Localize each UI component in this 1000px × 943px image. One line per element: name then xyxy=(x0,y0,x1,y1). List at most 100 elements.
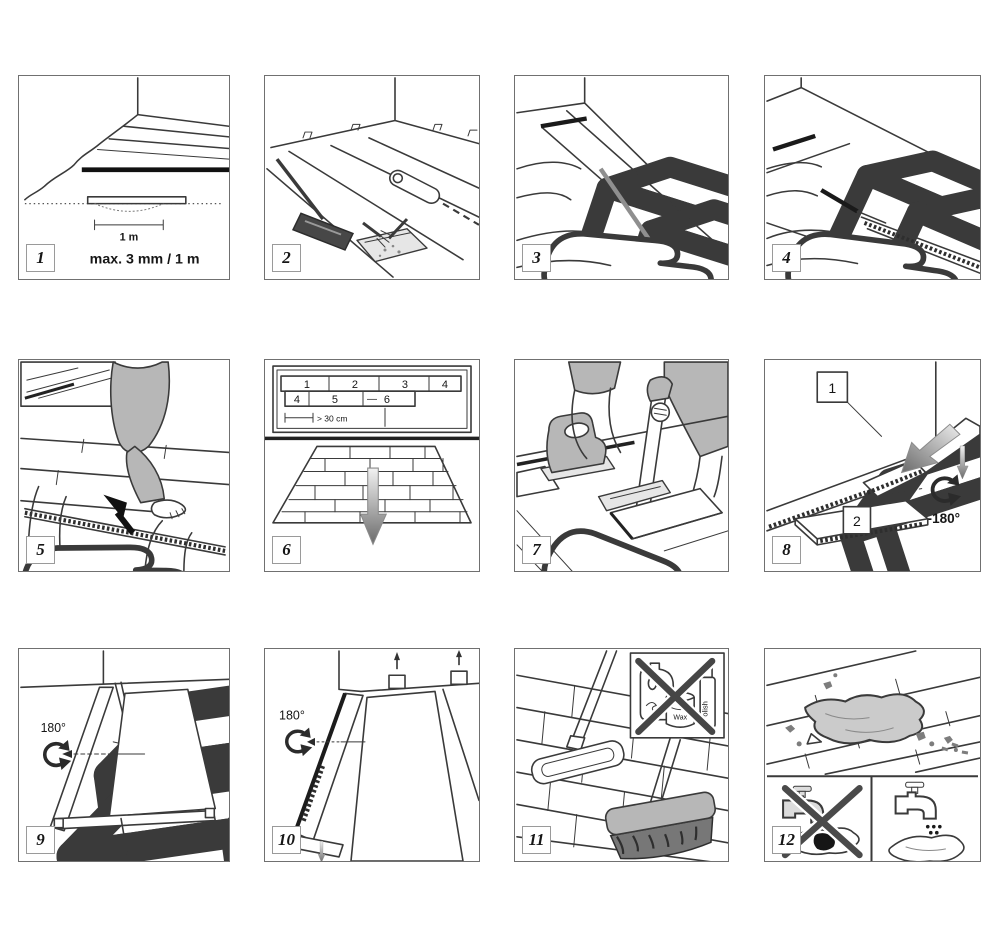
arm xyxy=(516,161,582,201)
panel-step-11: Wax Polish 11 xyxy=(514,648,729,862)
plank-number: 2 xyxy=(352,379,358,391)
plank-seam xyxy=(598,167,651,240)
step-number: 1 xyxy=(36,248,45,267)
panel-step-10: 180° 10 xyxy=(264,648,480,862)
step-number-badge: 5 xyxy=(26,536,55,564)
step-number-badge: 7 xyxy=(522,536,551,564)
hand-brush xyxy=(362,221,382,238)
panel-step-8: 1 -180° 2 8 xyxy=(764,359,981,572)
tolerance-label: max. 3 mm / 1 m xyxy=(90,251,200,267)
panel-step-7: 7 xyxy=(514,359,729,572)
step-number-badge: 8 xyxy=(772,536,801,564)
plank-end-joint xyxy=(540,116,588,129)
polish-label: Polish xyxy=(701,701,710,722)
x-mark-icon xyxy=(635,657,716,736)
step-number: 2 xyxy=(282,248,291,267)
panel-step-9: 180° 9 xyxy=(18,648,230,862)
spacer-block xyxy=(450,670,468,686)
handsaw-handle xyxy=(646,376,674,402)
step-number: 12 xyxy=(778,830,795,849)
span-label: 1 m xyxy=(120,231,139,243)
step-number: 10 xyxy=(278,830,295,849)
plank-end-joint xyxy=(772,133,816,152)
step-number-badge: 11 xyxy=(522,826,551,854)
water-drops xyxy=(925,824,942,841)
sweep-and-underlay-illustration xyxy=(266,77,479,278)
arm xyxy=(571,387,622,460)
slide-arrow xyxy=(900,423,961,474)
panel-step-2: 2 xyxy=(264,75,480,280)
step-number: 3 xyxy=(532,248,541,267)
step-number-badge: 10 xyxy=(272,826,301,854)
tap-icon xyxy=(894,791,937,820)
step-number: 8 xyxy=(782,540,791,559)
panel-step-1: 1 m max. 3 mm / 1 m 1 xyxy=(18,75,230,280)
step-number-badge: 2 xyxy=(272,244,301,272)
no-wax-no-polish-cleaning-illustration: Wax Polish xyxy=(516,650,728,861)
plank-number: 4 xyxy=(294,394,300,406)
press-arrow xyxy=(114,510,136,535)
leaning-plank xyxy=(49,686,114,832)
panel-step-3: 3 xyxy=(514,75,729,280)
spill-scene xyxy=(766,650,980,775)
broom-handle xyxy=(275,158,325,221)
lock-row-down-illustration xyxy=(19,361,229,571)
gripping-hand xyxy=(650,402,671,423)
press-planks-together-illustration xyxy=(516,77,728,279)
step-number: 4 xyxy=(782,248,791,267)
flat-mop-head xyxy=(530,740,625,785)
rotation-label: -180° xyxy=(928,511,961,526)
callout-label: 2 xyxy=(853,513,861,529)
step-number: 7 xyxy=(532,540,541,559)
step-number-badge: 12 xyxy=(772,826,801,854)
dimension-line xyxy=(94,219,164,231)
panel-step-5: 5 xyxy=(18,359,230,572)
soaked-spot xyxy=(813,833,835,851)
saw-cutting-illustration xyxy=(516,361,728,571)
step-number: 6 xyxy=(282,540,291,559)
tongue-hatching xyxy=(863,221,980,270)
flip-plank-illustration: 1 -180° 2 xyxy=(766,361,980,571)
min-offset-label: > 30 cm xyxy=(317,413,347,423)
dash: — xyxy=(367,394,378,405)
plank-number: 6 xyxy=(384,394,390,406)
broom-handle xyxy=(649,737,682,806)
tongue-hatching xyxy=(866,468,925,495)
step-number-badge: 1 xyxy=(26,244,55,272)
kneeling-leg xyxy=(109,361,171,454)
arm xyxy=(144,519,193,571)
plank-number: 3 xyxy=(402,379,408,391)
step-number: 9 xyxy=(36,830,45,849)
panel-step-6: 1 2 3 4 4 5 — 6 > 30 cm 6 xyxy=(264,359,480,572)
step-number: 11 xyxy=(528,830,545,849)
broom-head xyxy=(604,791,716,860)
plank-number: 4 xyxy=(442,379,448,391)
offset-dimension xyxy=(284,407,386,427)
overview-inset xyxy=(20,361,116,408)
rotation-label: 180° xyxy=(41,721,66,735)
spacer-block xyxy=(388,674,406,690)
dustpan xyxy=(356,228,428,263)
wax-label: Wax xyxy=(673,715,687,722)
laying-direction-arrow xyxy=(360,467,387,545)
stagger-layout-plan-illustration: 1 2 3 4 4 5 — 6 > 30 cm xyxy=(265,365,479,545)
subfloor-flatness-check-illustration: 1 m max. 3 mm / 1 m xyxy=(24,77,229,267)
trouser-leg xyxy=(663,361,728,458)
step-number-badge: 9 xyxy=(26,826,55,854)
rotation-label: 180° xyxy=(279,709,305,723)
rotate-plank-at-wall-illustration: 180° xyxy=(20,650,229,861)
panel-step-4: 4 xyxy=(764,75,981,280)
cloth xyxy=(888,834,965,861)
callout-box-2 xyxy=(842,505,872,535)
tongue-hatching xyxy=(819,521,925,543)
callout-label: 1 xyxy=(828,380,836,396)
callout-box-1 xyxy=(816,371,849,404)
step-number: 5 xyxy=(36,540,45,559)
forbidden-products-inset: Wax Polish xyxy=(629,652,725,739)
gap-hump xyxy=(94,203,164,212)
arm xyxy=(766,161,823,197)
step-number-badge: 3 xyxy=(522,244,551,272)
step-number-badge: 6 xyxy=(272,536,301,564)
panel-step-12: 12 xyxy=(764,648,981,862)
